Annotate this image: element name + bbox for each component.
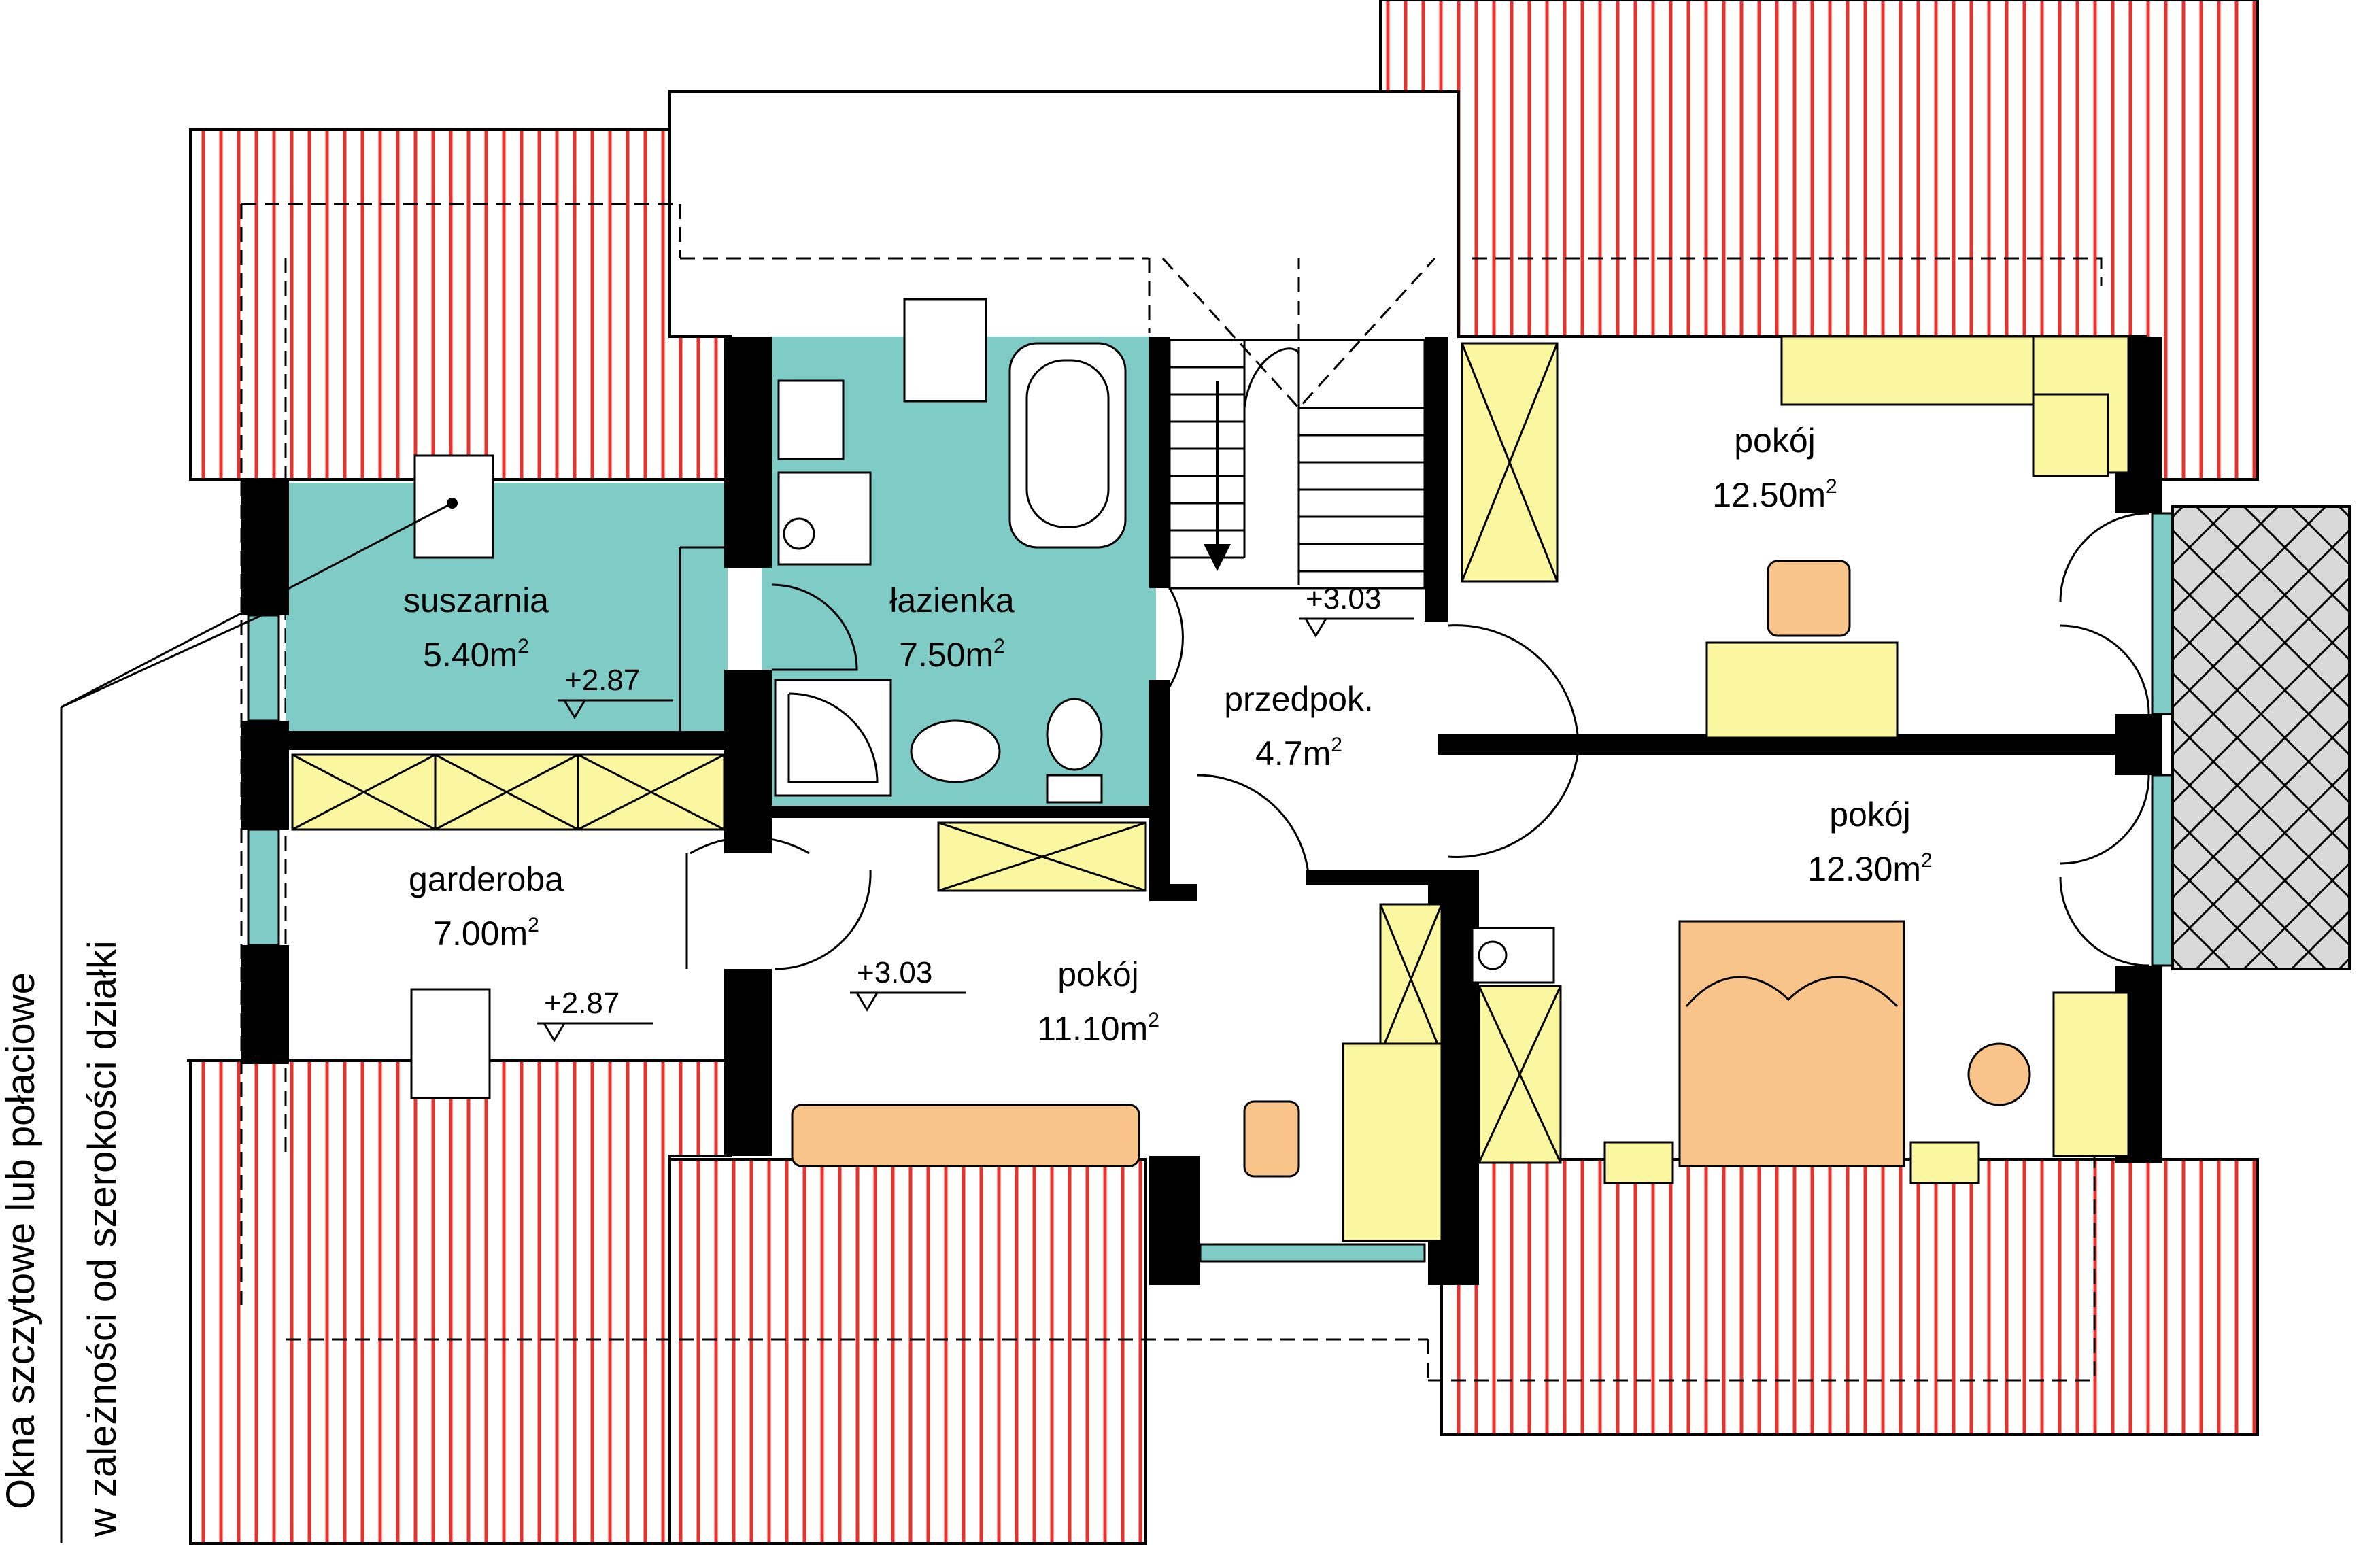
suszarnia-floor [286, 483, 728, 741]
room-area-suszarnia: 5.40m2 [423, 635, 529, 674]
window-south [1199, 1243, 1426, 1263]
room-name-garderoba: garderoba [409, 860, 564, 898]
roof-bottom-mid [668, 1158, 1147, 1545]
bed [1678, 920, 1905, 1167]
room-name-lazienka: łazienka [889, 581, 1015, 619]
chair-pokoj-e [1967, 1042, 2031, 1106]
room-name-pokoj-s: pokój [1057, 955, 1139, 993]
roof-bottom-right [1440, 1158, 2259, 1436]
fixtures [410, 298, 1555, 1099]
gable-window-note: Okna szczytowe lub połaciowe w zależnośc… [0, 498, 458, 1543]
chair-pokoj-ne [1767, 560, 1851, 637]
desk-pokoj-s [1342, 1042, 1443, 1242]
toilet [1046, 698, 1103, 771]
windows [247, 512, 2174, 1263]
room-area-przedpok: 4.7m2 [1255, 734, 1342, 772]
bedside-left [1603, 1141, 1674, 1184]
stairs [1161, 257, 1436, 590]
room-area-pokoj-ne: 12.50m2 [1712, 475, 1837, 514]
stove-room [1471, 927, 1555, 984]
note-line-2: w zależności od szerokości działki [80, 940, 124, 1537]
sofa-pokoj-s [791, 1104, 1140, 1167]
roof-top [189, 0, 2259, 481]
cabinet-pokoj-e [2052, 991, 2130, 1157]
room-name-pokoj-e: pokój [1829, 796, 1911, 834]
walls [241, 337, 2162, 1285]
roof-window-lazienka [903, 298, 987, 403]
shower [774, 679, 892, 797]
furniture [291, 335, 2130, 1242]
doors [679, 512, 2150, 970]
bedside-right [1909, 1141, 1980, 1184]
room-area-pokoj-s: 11.10m2 [1037, 1009, 1159, 1048]
room-area-lazienka: 7.50m2 [899, 635, 1005, 674]
chair-pokoj-s [1243, 1100, 1300, 1178]
room-name-pokoj-ne: pokój [1734, 422, 1816, 460]
room-area-pokoj-e: 12.30m2 [1807, 849, 1932, 888]
desk-pokoj-ne [1705, 641, 1899, 739]
stove-bath [777, 471, 872, 566]
window-garderoba [247, 828, 280, 946]
sink [910, 719, 1001, 783]
level-markers: +2.87 +2.87 +3.03 +3.03 [537, 582, 1414, 1042]
room-labels: suszarnia 5.40m2 łazienka 7.50m2 przedpo… [403, 422, 1933, 1048]
window-east-2 [2151, 774, 2174, 967]
room-area-garderoba: 7.00m2 [433, 914, 539, 953]
level-garderoba: +2.87 [544, 987, 619, 1020]
room-name-przedpok: przedpok. [1224, 680, 1374, 718]
washer [777, 379, 845, 460]
level-suszarnia: +2.87 [564, 664, 640, 697]
roof-window-garderoba [410, 988, 491, 1099]
level-przedpok: +3.03 [1306, 582, 1381, 615]
room-name-suszarnia: suszarnia [403, 581, 549, 619]
balcony-lattice [2171, 505, 2351, 970]
note-line-1: Okna szczytowe lub połaciowe [0, 972, 43, 1509]
bathtub [1008, 342, 1127, 549]
level-pokoj-s: +3.03 [857, 956, 932, 989]
window-east-1 [2151, 512, 2174, 715]
window-suszarnia [247, 614, 280, 722]
roof-bottom [187, 1059, 732, 1545]
